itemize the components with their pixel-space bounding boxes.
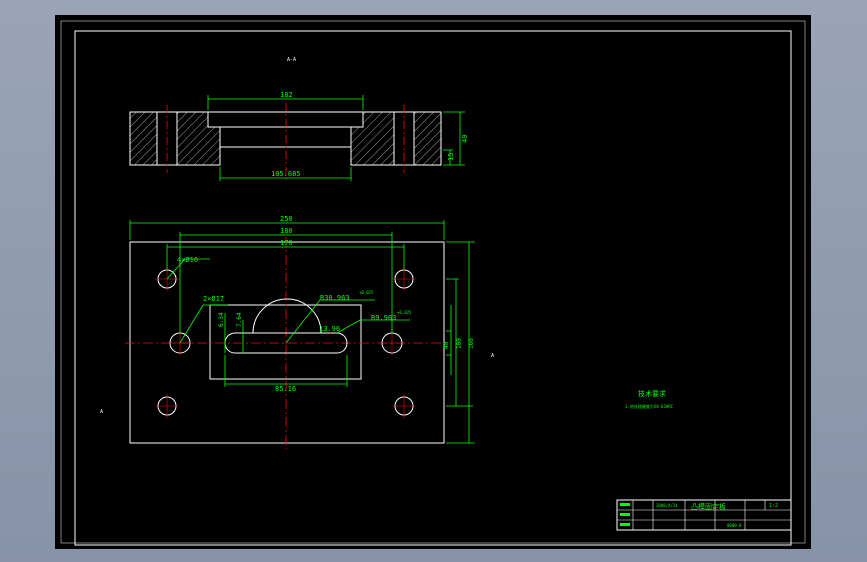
- pocket-outline: [209, 304, 362, 380]
- title-cell-mark: [620, 523, 630, 526]
- technical-notes: 技术要求 1.热处理硬度为58-62HRC: [625, 389, 674, 409]
- dim-side-1: 40: [443, 341, 450, 349]
- dim-b: 7.64: [236, 312, 243, 327]
- section-label: A-A: [287, 57, 296, 63]
- dim-side-lines: [446, 241, 475, 444]
- title-block-grid: [617, 500, 791, 530]
- title-block-frame: [616, 499, 792, 531]
- view-label-right: A: [491, 353, 494, 359]
- title-scale: 1:2: [769, 503, 778, 509]
- dim-small-lines: [224, 313, 244, 353]
- dim-height-lines: [443, 111, 465, 166]
- slot-profile: [224, 332, 348, 354]
- leader-4-holes: [166, 258, 210, 280]
- dim-small-tol: +0.025: [397, 310, 412, 315]
- dim-holes-4: 4×Ø16: [177, 256, 198, 264]
- view-label-left: A: [100, 409, 103, 415]
- dim-180-lines: [179, 232, 393, 333]
- notes-line-1: 1.热处理硬度为58-62HRC: [625, 403, 674, 409]
- dim-slot-width: 13.96: [319, 325, 340, 333]
- dim-side-3: 160: [468, 338, 475, 349]
- dim-bottom-width: 105.685: [271, 170, 301, 178]
- dim-top-width-lines: [207, 95, 364, 110]
- plan-view: 250 180 170 4×Ø16 2×Ø17 R30.963 +0.025 R…: [100, 215, 494, 449]
- title-date: 2008/4/24: [656, 503, 678, 508]
- dim-top-width: 182: [280, 91, 293, 99]
- title-cell-mark: [620, 503, 630, 506]
- notes-title: 技术要求: [638, 389, 666, 398]
- drawing-canvas[interactable]: A-A 182 105.68: [55, 15, 811, 549]
- dim-holes-2: 2×Ø17: [203, 295, 224, 303]
- sheet-border: [60, 20, 806, 544]
- hole-centermarks: [155, 267, 416, 418]
- dim-bottom-width-lines: [219, 167, 352, 181]
- dim-a: 6.34: [218, 312, 225, 327]
- leader-arc: [285, 299, 375, 344]
- leader-small-radius: [336, 319, 410, 334]
- outer-frame: [74, 30, 792, 546]
- title-drawing-no: 0000-0: [727, 523, 742, 528]
- dim-170: 170: [280, 239, 293, 247]
- section-cavity-lines: [208, 111, 363, 165]
- dim-small-radius: R9.963: [371, 314, 396, 322]
- dim-arc-radius: R30.963: [320, 294, 350, 302]
- dim-plate-width: 250: [280, 215, 293, 223]
- cad-drawing-svg: A-A 182 105.68: [60, 20, 806, 546]
- dim-slot-length-lines: [224, 355, 348, 387]
- dim-side-2: 100: [456, 338, 463, 349]
- title-cell-mark: [620, 513, 630, 516]
- title-part-name: 凸模固定板: [691, 502, 726, 511]
- arc-profile: [252, 298, 322, 334]
- leader-2-holes: [179, 304, 228, 344]
- section-view: A-A 182 105.68: [129, 57, 469, 183]
- dim-height: 40: [461, 135, 469, 143]
- dim-plate-width-lines: [129, 220, 445, 240]
- dim-step-lines: [443, 149, 453, 165]
- dim-step-height: 15: [447, 153, 455, 161]
- title-block: 2008/4/24 凸模固定板 1:2 0000-0: [616, 499, 792, 531]
- dim-180: 180: [280, 227, 293, 235]
- plate-outline: [129, 241, 445, 444]
- dim-arc-tol: +0.025: [359, 290, 374, 295]
- dim-slot-length: 85.16: [275, 385, 296, 393]
- dim-170-lines: [166, 244, 405, 269]
